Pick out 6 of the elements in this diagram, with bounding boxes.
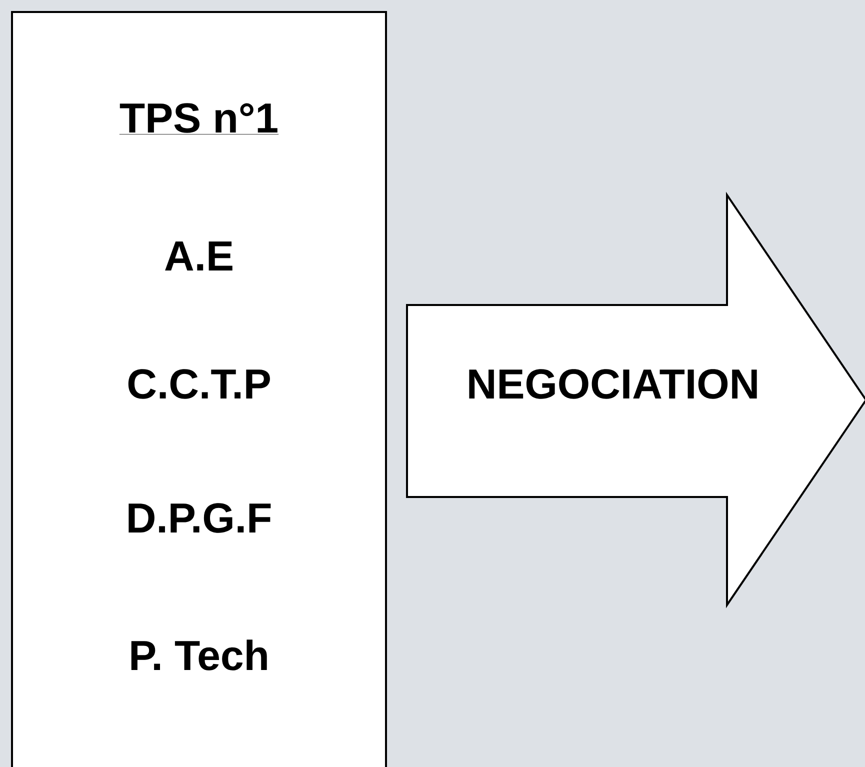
heading: TPS n°1 bbox=[119, 103, 279, 134]
list-item: P. Tech bbox=[131, 640, 267, 670]
list-item: C.C.T.P bbox=[128, 369, 270, 399]
list-item: A.E bbox=[165, 242, 232, 270]
list-box bbox=[11, 11, 387, 767]
list-item: D.P.G.F bbox=[128, 503, 271, 533]
